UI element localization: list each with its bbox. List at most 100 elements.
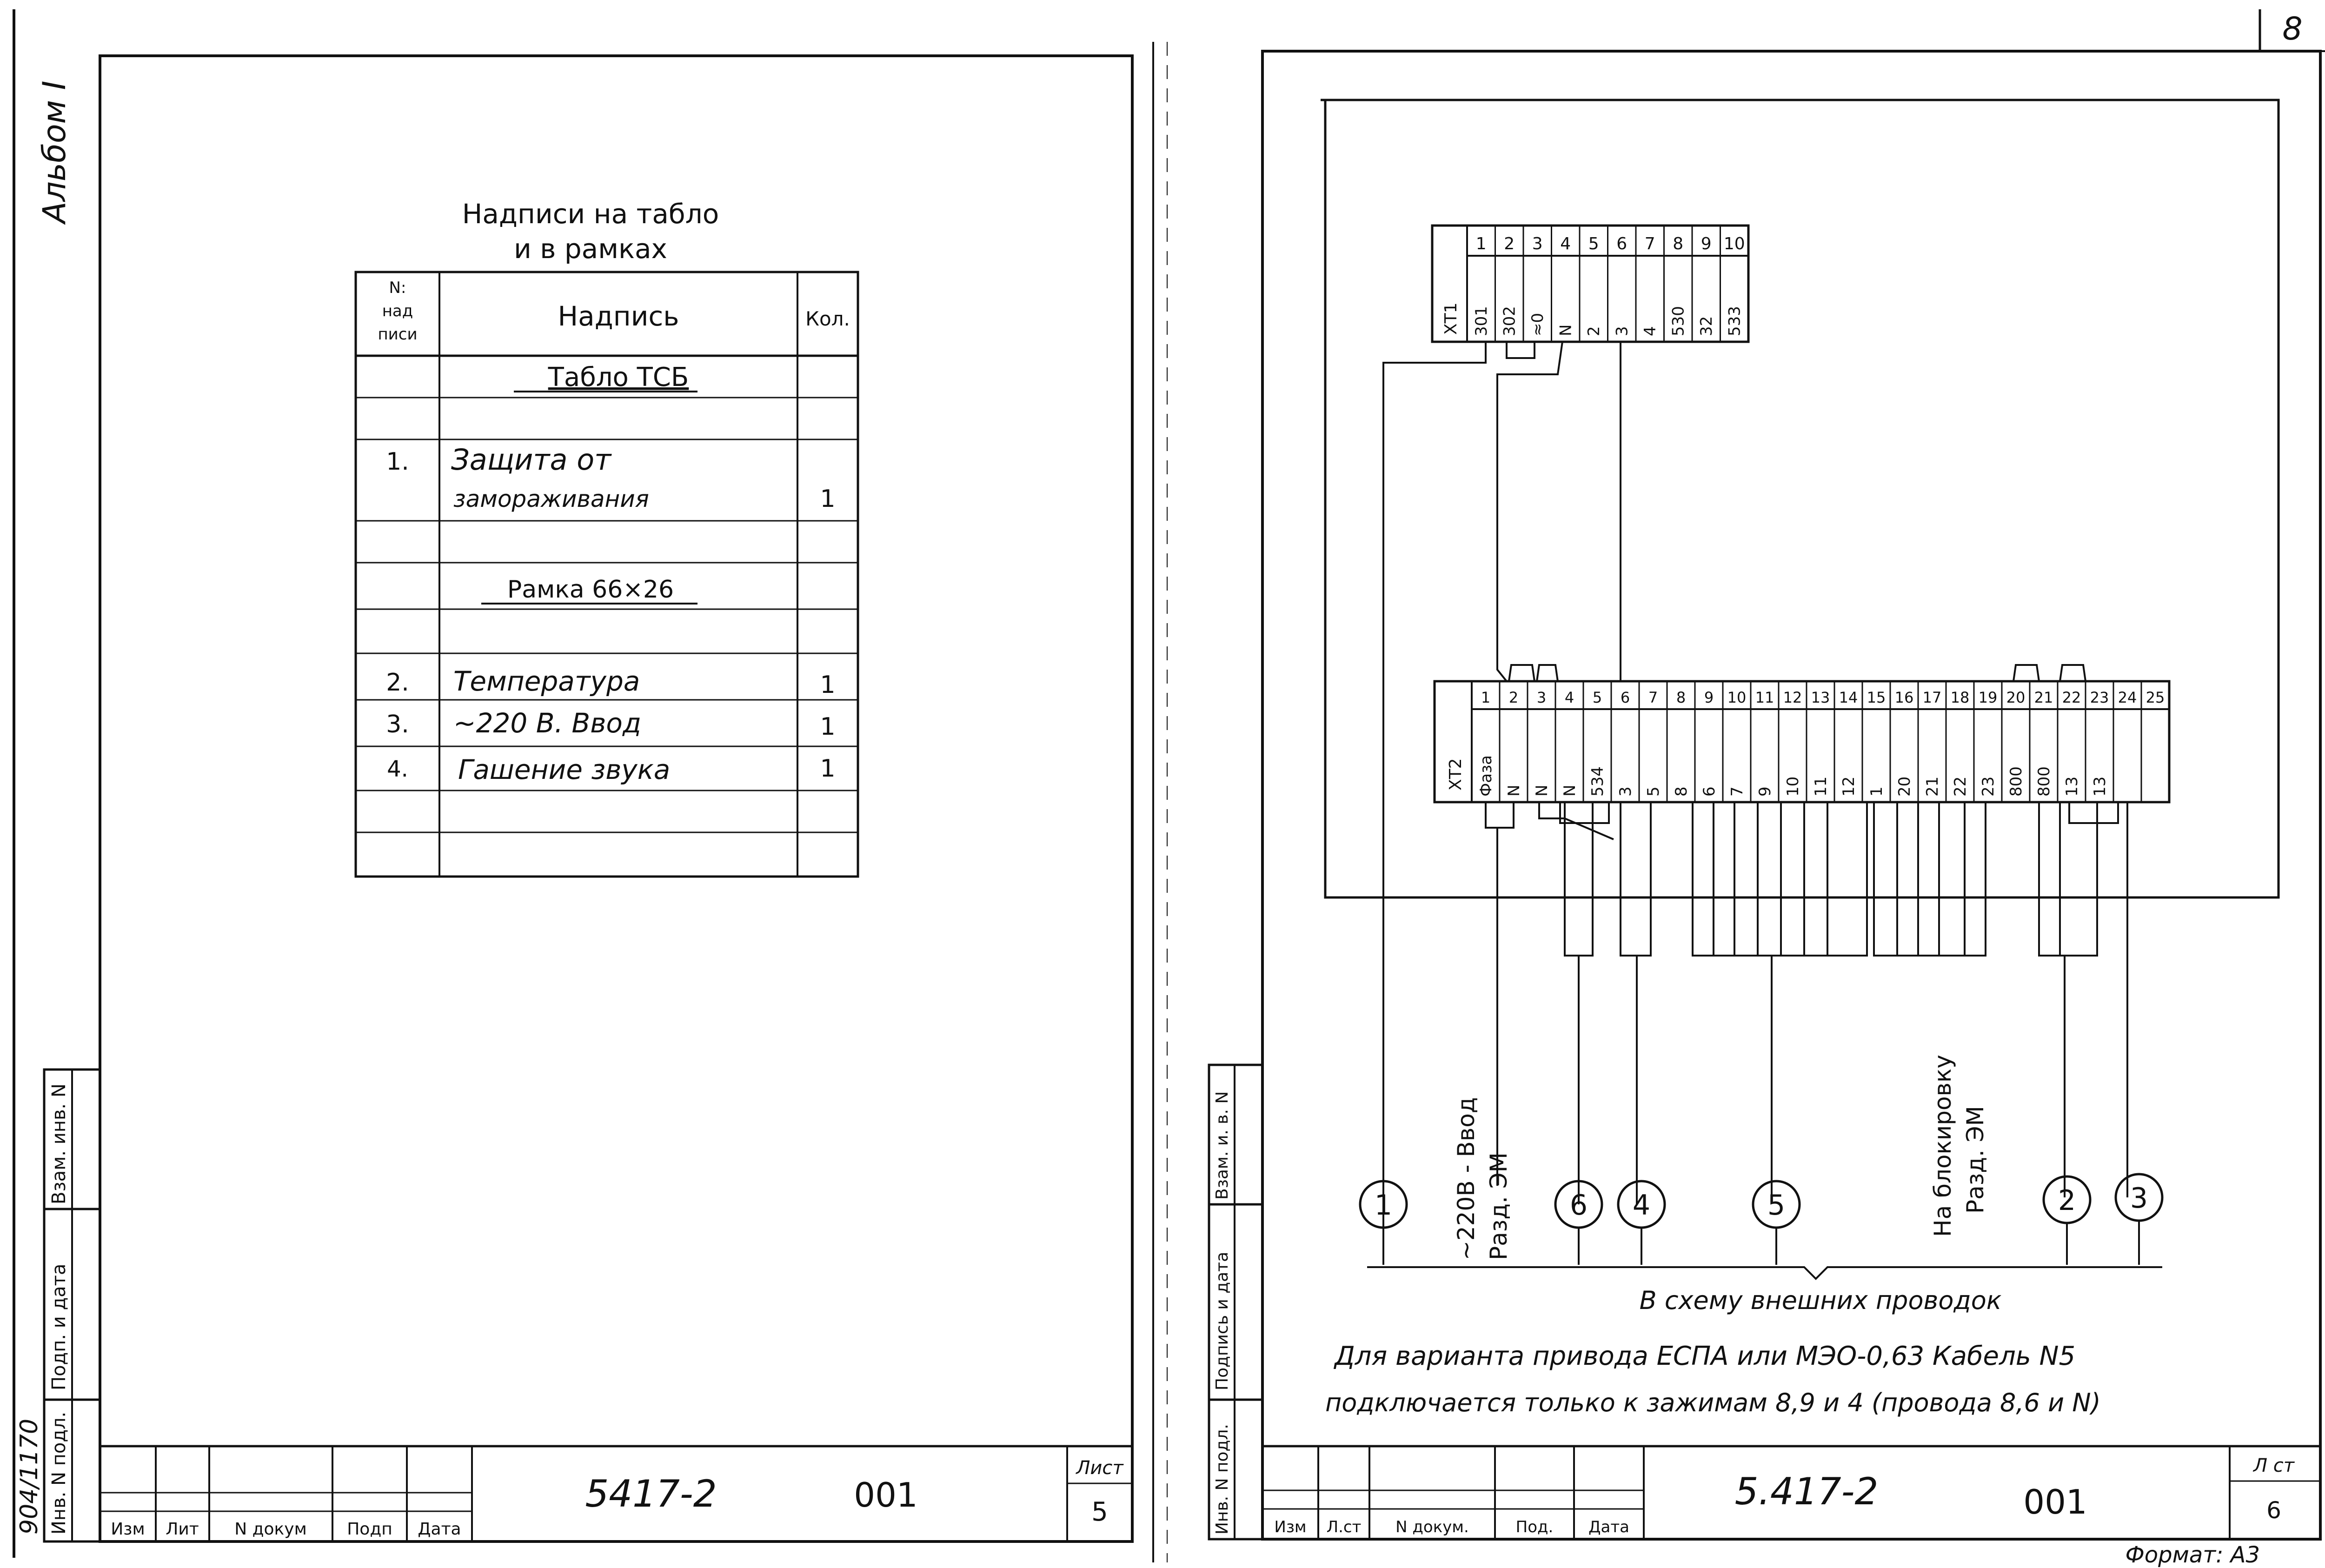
table-row-2-text: Температура [453,665,640,697]
xt2-wire-8: 8 [1672,786,1691,797]
note-line-2: подключается только к зажимам 8,9 и 4 (п… [1325,1388,2101,1417]
label-block-sub: Разд. ЭМ [1962,1106,1989,1214]
terminal-block-xt2: ХТ2 1Фаза2N3N4N5534637588961071191210131… [1433,680,2171,804]
table-row-2-qty: 1 [820,671,835,699]
left-tb-podp: Подп [347,1520,392,1539]
xt2-terminal-23: 23 [2090,689,2109,706]
left-stamp-replace: Взам. инв. N [48,1083,70,1204]
xt2-terminal-14: 14 [1839,689,1858,706]
xt2-terminal-17: 17 [1923,689,1942,706]
table-row-4-no: 4. [387,756,408,782]
xt1-wire-3: ≈0 [1528,313,1547,336]
right-title-block: Изм Л.ст N докум. Под. Дата 5.417-2 001 … [1262,1445,2320,1539]
xt2-label: ХТ2 [1446,758,1465,791]
right-stamp-sign: Подпись и дата [1213,1252,1232,1390]
left-doc-code: 5417-2 [585,1472,717,1515]
left-doc-num: 001 [854,1475,917,1515]
col-header-text: Надпись [558,300,679,332]
table-row-1b-qty: 1 [820,485,835,513]
xt2-wire-19: 23 [1979,777,1998,797]
xt1-wire-4: N [1557,325,1575,336]
xt2-wire-18: 22 [1951,777,1970,797]
xt1-wire-6: 3 [1613,326,1632,336]
xt1-terminal-3: 3 [1532,234,1543,253]
xt2-terminal-7: 7 [1648,689,1658,706]
table-row-1b-text: замораживания [453,485,649,512]
xt1-terminal-9: 9 [1701,234,1712,253]
xt1-wire-9: 32 [1697,316,1716,336]
col-header-no-1: N: [389,279,406,297]
xt2-wire-11: 9 [1756,786,1774,797]
xt1-wire-1: 301 [1472,306,1491,336]
xt2-terminal-13: 13 [1811,689,1830,706]
xt2-wire-21: 800 [2035,766,2053,797]
table-title-line2: и в рамках [514,233,667,265]
xt2-terminal-9: 9 [1704,689,1714,706]
xt2-wire-6: 3 [1616,786,1635,797]
note-line-1: Для варианта привода ЕСПА или МЭО-0,63 К… [1333,1341,2075,1371]
xt2-terminal-21: 21 [2034,689,2053,706]
xt2-terminal-4: 4 [1565,689,1574,706]
xt2-terminal-25: 25 [2146,689,2165,706]
xt1-terminal-10: 10 [1724,234,1745,253]
col-header-no-2: над [382,302,413,320]
xt1-label: ХТ1 [1442,302,1461,335]
right-stamp-inv: Инв. N подл. [1213,1424,1232,1535]
album-label: Альбом I [36,80,73,225]
inscriptions-table: N: над писи Надпись Кол. Табло ТСБ 1. [354,271,859,878]
label-block: На блокировку [1929,1055,1956,1237]
xt2-wire-22: 13 [2063,777,2081,797]
col-header-no-3: писи [378,325,417,344]
xt2-terminal-10: 10 [1727,689,1747,706]
xt2-terminal-2: 2 [1509,689,1518,706]
label-external-wiring: В схему внешних проводок [1640,1286,2002,1315]
right-stamp-replace: Взам. и. в. N [1213,1091,1232,1200]
xt2-wire-14: 12 [1840,777,1858,797]
xt1-terminal-8: 8 [1673,234,1683,253]
right-tb-date: Дата [1588,1518,1629,1536]
cable-marker-5: 5 [1767,1189,1785,1222]
cable-marker-1: 1 [1375,1189,1392,1222]
xt2-wire-13: 11 [1812,777,1830,797]
xt2-wire-16: 20 [1895,777,1914,797]
xt2-terminal-12: 12 [1783,689,1802,706]
table-title-line1: Надписи на табло [462,198,719,230]
right-sheet-label: Л ст [2252,1455,2295,1476]
xt2-wire-5: 534 [1588,766,1607,797]
cable-marker-3: 3 [2130,1182,2148,1215]
xt2-wire-3: N [1533,785,1551,797]
cable-markers: 1 6 4 5 2 3 [1359,1173,2164,1265]
left-side-stamp: Инв. N подл. Подп. и дата Взам. инв. N 9… [15,1068,101,1543]
table-row-lines [356,397,858,833]
xt2-wire-4: N [1561,785,1579,797]
left-stamp-inv: Инв. N подл. [48,1412,70,1535]
xt2-terminal-22: 22 [2062,689,2081,706]
right-tb-podp: Под. [1516,1518,1554,1536]
right-doc-num: 001 [2023,1482,2087,1521]
xt2-wire-1: Фаза [1477,755,1495,797]
xt2-wire-10: 7 [1728,786,1747,797]
cable-marker-6: 6 [1570,1189,1588,1222]
xt2-terminal-5: 5 [1593,689,1602,706]
col-header-qty: Кол. [805,307,850,330]
cable-marker-2: 2 [2058,1184,2076,1217]
xt1-wire-5: 2 [1585,326,1603,336]
xt2-wire-23: 13 [2091,777,2109,797]
left-sheet: Альбом I Инв. N подл. Подп. и дата Взам.… [13,9,1134,1558]
xt2-wire-7: 5 [1644,786,1663,797]
xt2-terminal-24: 24 [2118,689,2137,706]
right-tb-ndoc: N докум. [1395,1518,1469,1536]
table-row-3-qty: 1 [820,713,835,741]
xt1-wire-8: 530 [1669,306,1688,336]
table-row-1-no: 1. [386,448,409,476]
label-220-input: ~220В - Ввод [1453,1097,1480,1260]
label-220-sub: Разд. ЭМ [1485,1152,1512,1260]
xt1-terminal-4: 4 [1560,234,1571,253]
xt1-terminal-1: 1 [1476,234,1487,253]
left-tb-lit: Лит [166,1520,199,1539]
right-tb-list: Л.ст [1327,1518,1362,1536]
xt2-wire-17: 21 [1923,777,1942,797]
format-label: Формат: А3 [2125,1542,2260,1568]
